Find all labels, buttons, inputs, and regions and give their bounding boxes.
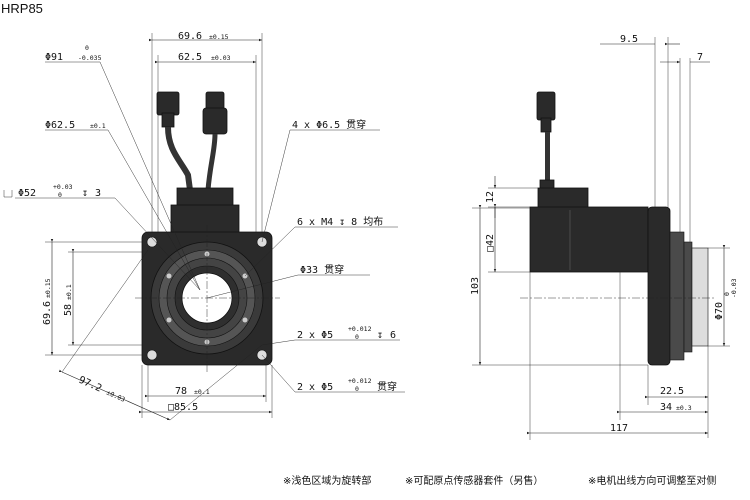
dim-9-5: 9.5 [620, 34, 638, 45]
dim-d52-tol-lower: 0 [58, 191, 62, 199]
dim-78-tol: ±0.1 [194, 388, 210, 396]
side-connector [536, 91, 556, 191]
dim-sq42: □42 [485, 234, 496, 252]
dim-103: 103 [470, 277, 481, 295]
dim-12: 12 [485, 191, 496, 203]
dim-69-6-top-tol: ±0.15 [209, 33, 229, 41]
side-motor-body [529, 206, 649, 273]
note-1: ※浅色区域为旋转部 [283, 474, 371, 487]
dim-97-2: 97.2 [77, 375, 103, 395]
dim-d62-5: Φ62.5 [45, 120, 75, 131]
dim-7: 7 [697, 52, 703, 63]
dim-69-6-vertical-tol: ±0.15 [44, 278, 52, 298]
dim-d91-tol-upper: 0 [85, 44, 89, 52]
dim-d52-depth: 3 [95, 188, 101, 199]
side-rotating-ring [669, 231, 685, 361]
dim-34: 34 [660, 402, 672, 413]
dim-d70: Φ70 [714, 302, 725, 320]
label-pin1-tol-lower: 0 [355, 333, 359, 341]
dim-58: 58 [63, 304, 74, 316]
label-pin2-tol-lower: 0 [355, 385, 359, 393]
label-d33: Φ33 贯穿 [300, 263, 344, 276]
label-pin1-tol-upper: +0.012 [348, 325, 372, 333]
note-2: ※可配原点传感器套件（另售） [405, 474, 543, 487]
side-output-face [691, 247, 709, 347]
dim-69-6-top: 69.6 [178, 31, 202, 42]
label-pin2: 2 x Φ5 [297, 382, 333, 393]
dim-d91: Φ91 [45, 52, 63, 63]
label-pin2-tol-upper: +0.012 [348, 377, 372, 385]
label-pin1: 2 x Φ5 [297, 330, 333, 341]
note-3: ※电机出线方向可调整至对侧 [588, 474, 716, 487]
dim-d52-depth-symbol: ↧ [82, 188, 88, 199]
dim-d70-tol-lower: -0.03 [730, 278, 738, 298]
cable-connectors [156, 91, 228, 191]
dim-22-5: 22.5 [660, 386, 684, 397]
dim-117: 117 [610, 423, 628, 434]
side-flange [647, 206, 671, 366]
side-view: 9.5 7 12 □42 103 Φ70 0 -0.03 22.5 [470, 34, 738, 440]
dim-d91-tol-lower: -0.035 [78, 54, 102, 62]
side-motor-top [537, 187, 589, 209]
dim-d62-5-tol: ±0.1 [90, 122, 106, 130]
front-view: 69.6 ±0.15 62.5 ±0.03 Φ91 0 -0.035 Φ62.5… [3, 31, 405, 421]
notes: ※浅色区域为旋转部 ※可配原点传感器套件（另售） ※电机出线方向可调整至对侧 [283, 474, 716, 487]
dim-d52-tol-upper: +0.03 [53, 183, 73, 191]
drawing-title: HRP85 [1, 1, 43, 16]
dim-78: 78 [175, 386, 187, 397]
dim-d52: Φ52 [18, 188, 36, 199]
dim-d70-tol-upper: 0 [723, 292, 731, 296]
label-pin1-depth: 6 [390, 330, 396, 341]
label-m4-holes: 6 x M4 ↧ 8 均布 [297, 216, 383, 228]
dim-62-5: 62.5 [178, 52, 202, 63]
dim-34-tol: ±0.3 [676, 404, 692, 412]
dim-62-5-tol: ±0.03 [211, 54, 231, 62]
dim-69-6-vertical: 69.6 [42, 301, 53, 325]
label-pin2-suffix: 贯穿 [377, 380, 397, 393]
dim-97-2-tol: ±0.03 [105, 389, 126, 404]
label-pin1-depth-symbol: ↧ [377, 330, 383, 341]
label-holes-4x: 4 x Φ6.5 贯穿 [292, 118, 366, 131]
dim-sq85-5: □85.5 [168, 402, 198, 413]
dim-58-tol: ±0.1 [65, 284, 73, 300]
